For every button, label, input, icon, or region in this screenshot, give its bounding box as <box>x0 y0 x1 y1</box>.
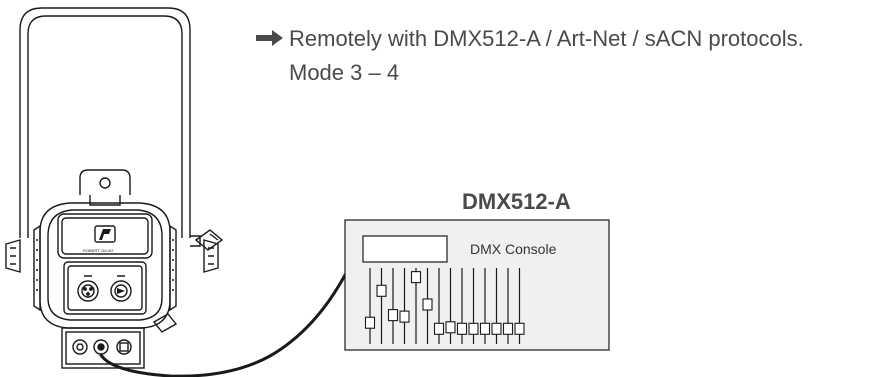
fader-knob[interactable] <box>514 322 525 335</box>
fader-knob[interactable] <box>491 322 502 335</box>
fader-knob[interactable] <box>376 284 387 297</box>
top-handle <box>79 169 131 195</box>
bottom-connector-box <box>61 327 145 369</box>
dmx-cable <box>99 273 347 377</box>
console-label: DMX Console <box>470 241 557 257</box>
fader-knob[interactable] <box>364 316 376 329</box>
rj-logo-icon <box>94 225 116 243</box>
console-title: DMX512-A <box>462 189 571 214</box>
handle-base <box>89 195 121 206</box>
fader-knob[interactable] <box>456 322 468 335</box>
fader-knob[interactable] <box>387 309 399 322</box>
lower-side-knob <box>152 313 178 333</box>
side-data-connector <box>194 229 224 251</box>
right-side-handle <box>190 235 201 247</box>
instruction-line-2: Mode 3 – 4 <box>289 60 399 85</box>
xlr-in-connector <box>77 280 99 302</box>
yoke <box>19 7 191 238</box>
fader-knob[interactable] <box>433 322 445 335</box>
instruction-line-1: Remotely with DMX512-A / Art-Net / sACN … <box>289 26 804 51</box>
right-arrow-icon <box>256 30 283 46</box>
fader-bank <box>364 268 525 344</box>
rear-connector-panel <box>63 261 147 315</box>
front-logo-panel <box>57 213 153 259</box>
handle-bolt <box>99 177 111 189</box>
console-display <box>362 235 448 263</box>
instruction: Remotely with DMX512-A / Art-Net / sACN … <box>256 26 804 85</box>
fader-knob[interactable] <box>468 322 479 335</box>
lighting-fixture: ROBERT JULIAT <box>5 7 224 369</box>
fader-knob[interactable] <box>410 271 422 284</box>
power-in-connector <box>72 339 88 355</box>
fader-knob[interactable] <box>479 322 491 335</box>
xlr-out-connector <box>110 280 132 302</box>
fixture-brand-text: ROBERT JULIAT <box>83 248 114 253</box>
ethernet-connector <box>116 339 132 355</box>
fader-knob[interactable] <box>445 321 456 334</box>
fader-knob[interactable] <box>502 322 514 335</box>
fader-knob[interactable] <box>399 310 410 323</box>
left-yoke-knob <box>5 239 21 273</box>
fader-knob[interactable] <box>422 298 433 311</box>
dmx-console: DMX512-A DMX Console <box>344 189 610 351</box>
